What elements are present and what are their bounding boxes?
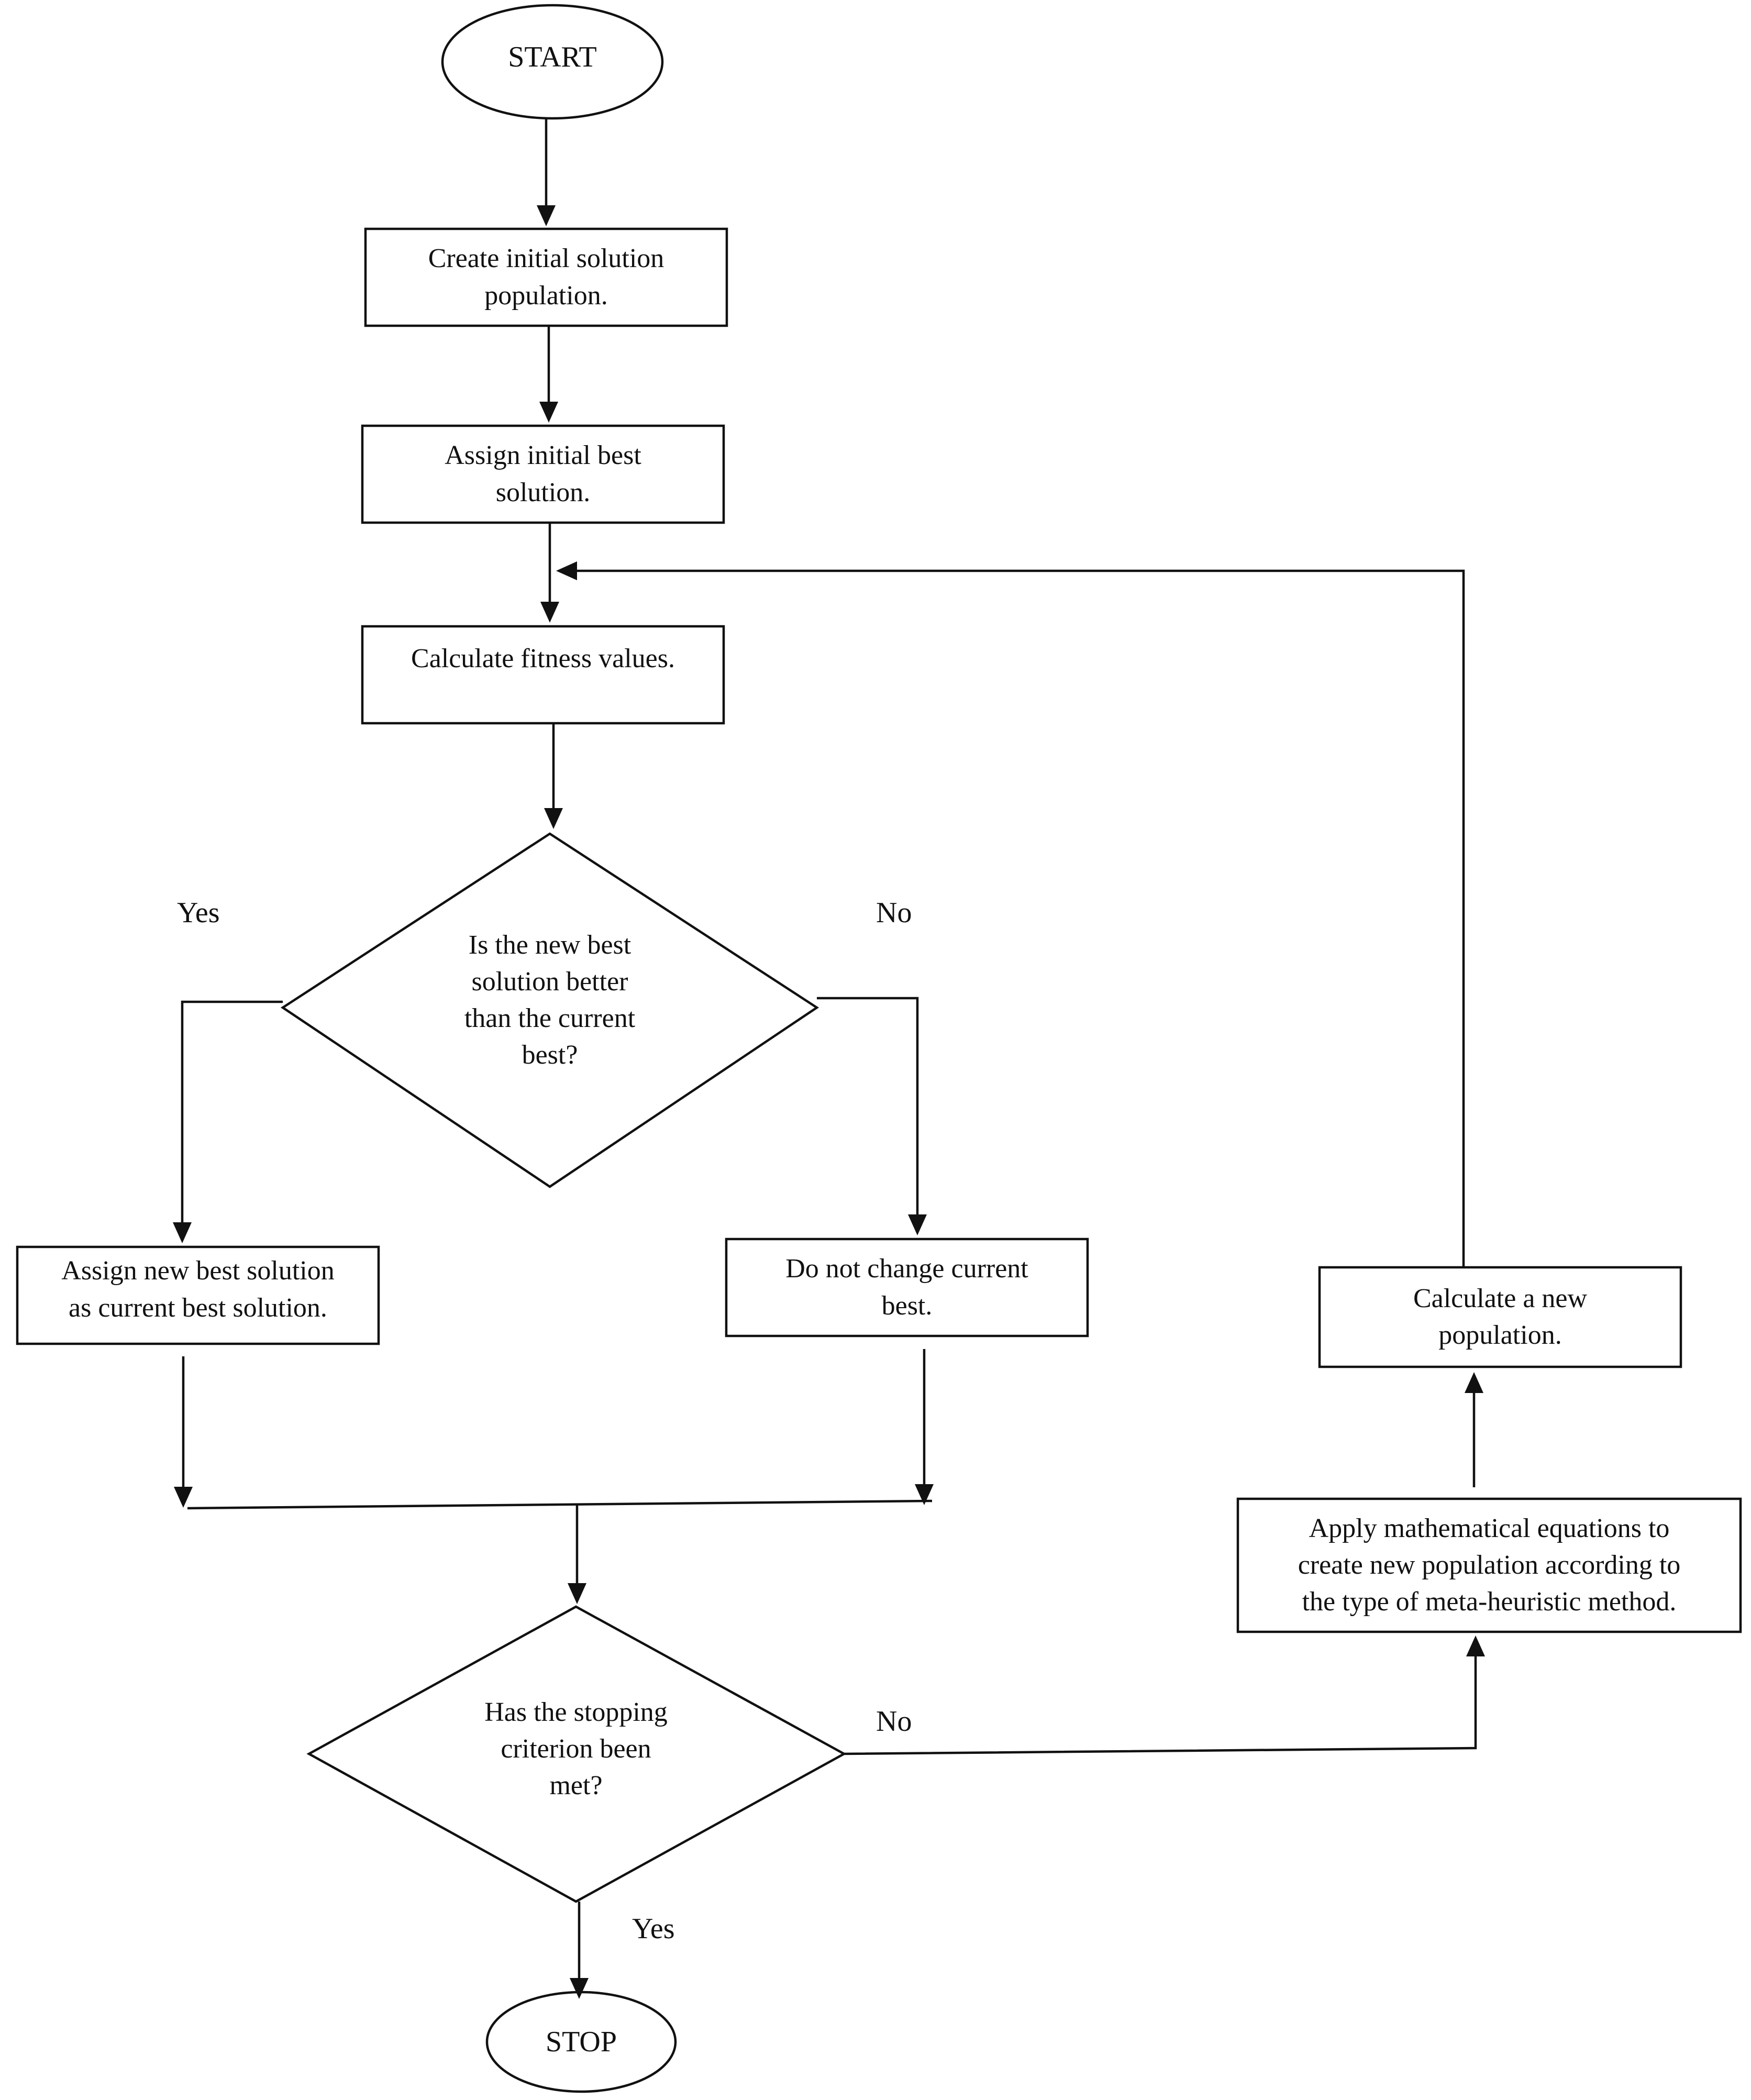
arrowhead-up xyxy=(1466,1635,1485,1656)
create-population-box xyxy=(364,227,728,327)
no-label-better: No xyxy=(876,897,912,929)
apply-equations-box xyxy=(1236,1497,1742,1633)
start-terminal-shape xyxy=(441,4,664,120)
arrowhead-down xyxy=(908,1214,927,1235)
better-decision-shape xyxy=(280,832,819,1188)
arrowhead-down xyxy=(915,1484,934,1505)
do-not-change-box xyxy=(725,1237,1089,1338)
stopping-decision-shape xyxy=(306,1605,847,1903)
stopping-decision-label: Has the stopping criterion been met? xyxy=(484,1697,668,1801)
calculate-new-population-box xyxy=(1318,1266,1682,1368)
calculate-new-population-label: Calculate a new population. xyxy=(1413,1283,1588,1350)
arrowhead-down xyxy=(540,602,559,623)
assign-new-best-box xyxy=(16,1245,380,1345)
calculate-fitness-box xyxy=(361,625,725,725)
connector-yes-branch xyxy=(181,1000,283,1224)
start-label: START xyxy=(508,41,597,74)
create-population-label: Create initial solution population. xyxy=(428,244,664,311)
connector-merge-line xyxy=(187,1499,933,1510)
arrowhead-down xyxy=(570,1978,589,1999)
yes-label-stopping: Yes xyxy=(632,1913,675,1945)
arrowhead-down xyxy=(568,1583,586,1604)
connector-no-branch xyxy=(817,997,919,1216)
connector-stopping-no-to-apply xyxy=(844,1655,1477,1755)
arrowhead-left xyxy=(556,561,577,580)
connector-feedback-loop xyxy=(576,569,1465,1267)
connectors xyxy=(173,118,1485,1999)
better-decision-label: Is the new best solution better than the… xyxy=(464,930,636,1070)
arrowhead-down xyxy=(174,1487,193,1508)
do-not-change-label: Do not change current best. xyxy=(785,1254,1028,1321)
assign-new-best-label: Assign new best solution as current best… xyxy=(61,1256,335,1323)
apply-equations-label: Apply mathematical equations to create n… xyxy=(1298,1513,1681,1617)
arrowhead-down xyxy=(539,402,558,423)
arrowhead-up xyxy=(1465,1372,1483,1393)
arrowhead-down xyxy=(544,808,563,829)
yes-label-better: Yes xyxy=(177,897,220,929)
arrowhead-down xyxy=(173,1222,192,1243)
assign-initial-best-box xyxy=(361,424,725,524)
no-label-stopping: No xyxy=(876,1705,912,1738)
arrowhead-down xyxy=(537,205,556,226)
calculate-fitness-label: Calculate fitness values. xyxy=(411,644,675,674)
assign-initial-best-label: Assign initial best solution. xyxy=(445,440,641,507)
stop-label: STOP xyxy=(546,2026,617,2059)
